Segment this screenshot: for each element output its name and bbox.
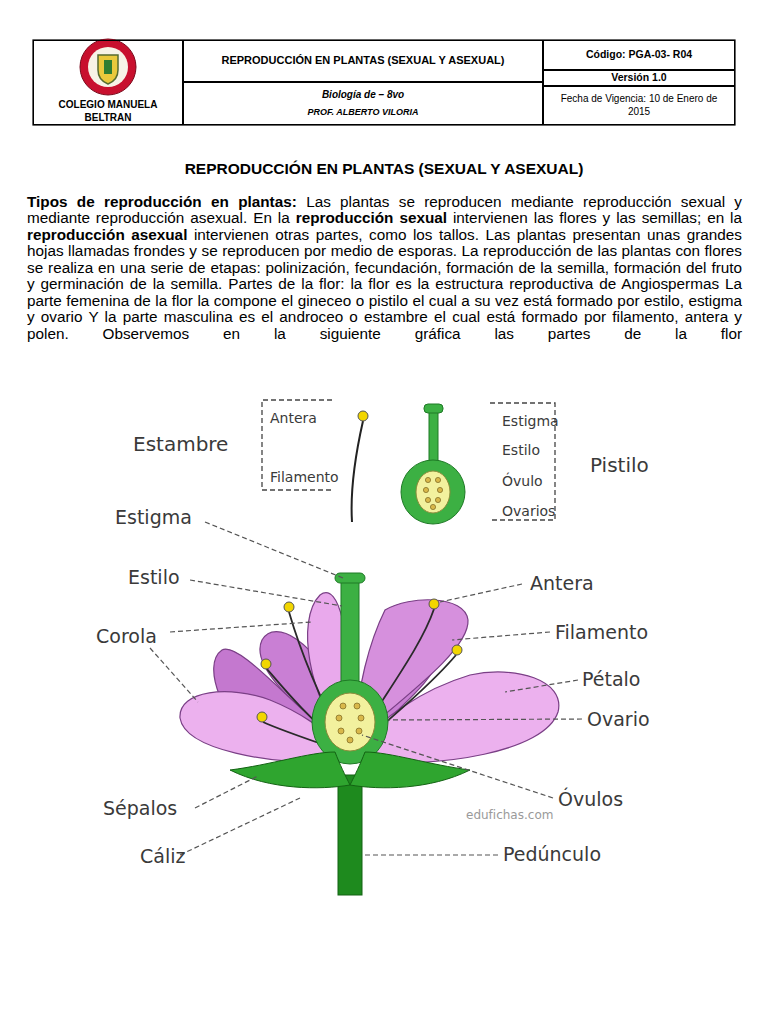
ovule — [435, 477, 440, 482]
cell-text: COLEGIO MANUELA BELTRAN — [40, 99, 176, 124]
part-label: Ovarios — [502, 503, 555, 519]
part-label: Ovario — [587, 708, 650, 730]
logo-shield — [98, 55, 118, 84]
anther — [452, 645, 462, 655]
header-cell: Versión 1.0 — [543, 70, 735, 86]
leader-line — [205, 522, 343, 578]
leader-line — [150, 648, 198, 702]
header-frame — [33, 40, 735, 125]
ovule — [356, 728, 362, 734]
body-text: intervienen las flores y las semillas; e… — [453, 209, 742, 226]
leader-line — [180, 798, 300, 855]
pistil-stigma — [424, 404, 443, 413]
part-label: Óvulo — [502, 473, 543, 489]
pistil-ovary — [401, 460, 465, 524]
flower-stem — [338, 775, 362, 895]
cell-text: Versión 1.0 — [611, 71, 666, 84]
ovule — [338, 728, 344, 734]
leader-line — [452, 632, 550, 640]
part-label: Filamento — [270, 469, 339, 485]
document-title: REPRODUCCIÓN EN PLANTAS (SEXUAL Y ASEXUA… — [0, 160, 768, 178]
header-cell: COLEGIO MANUELA BELTRAN — [33, 40, 183, 125]
cell-text: REPRODUCCIÓN EN PLANTAS (SEXUAL Y ASEXUA… — [222, 54, 505, 68]
part-label: Pedúnculo — [503, 843, 601, 865]
part-label: Estilo — [502, 442, 540, 458]
ovule — [347, 737, 353, 743]
body-text: intervienen otras partes, como los tallo… — [27, 226, 742, 342]
part-label: edufichas.com — [466, 808, 553, 822]
header-cell: Fecha de Vigencia: 10 de Enero de 2015 — [543, 86, 735, 125]
part-label: Sépalos — [103, 797, 177, 819]
ovule — [435, 497, 440, 502]
leader-line — [190, 580, 342, 606]
cell-text: Fecha de Vigencia: 10 de Enero de 2015 — [550, 93, 728, 118]
anther — [284, 602, 294, 612]
ovule — [425, 477, 430, 482]
part-label: Estigma — [115, 506, 192, 528]
cell-text: Código: PGA-03- R04 — [586, 48, 692, 61]
body-paragraph: Tipos de reproducción en plantas: Las pl… — [27, 194, 742, 342]
school-logo — [80, 39, 136, 95]
ovule — [340, 703, 346, 709]
logo-emblem — [104, 60, 112, 74]
part-label: Antera — [530, 572, 594, 594]
flower-ovules — [336, 703, 364, 743]
leader-line — [364, 854, 498, 855]
pistil-style — [429, 410, 438, 466]
logo-inner — [88, 47, 128, 87]
stamen-filament — [352, 421, 363, 522]
part-label: Filamento — [555, 621, 648, 643]
flower-stigma — [335, 573, 365, 583]
leader-line — [440, 584, 522, 602]
anther — [429, 599, 439, 609]
header-cell: Código: PGA-03- R04 — [543, 40, 735, 70]
flower-ovary — [312, 680, 388, 764]
part-label: Antera — [270, 410, 317, 426]
leader-line — [388, 719, 582, 720]
ovule — [358, 715, 364, 721]
part-label: Corola — [96, 625, 157, 647]
leader-line — [362, 735, 553, 798]
part-label: Pétalo — [582, 668, 640, 690]
part-label: Óvulos — [558, 788, 623, 810]
logo-ring — [80, 39, 136, 95]
ovule — [430, 504, 435, 509]
anther — [261, 659, 271, 669]
part-label: Pistilo — [590, 453, 649, 477]
part-label: Cáliz — [140, 845, 185, 867]
stamen-anther — [358, 411, 368, 421]
cell-text: Biología de – 8vo — [322, 89, 404, 102]
leader-lines — [150, 522, 582, 855]
ovule — [354, 703, 360, 709]
part-label: Estigma — [502, 413, 559, 429]
header-cell: Biología de – 8voPROF. ALBERTO VILORIA — [183, 82, 543, 125]
ovule — [423, 487, 428, 492]
ovule — [336, 715, 342, 721]
header-cell: REPRODUCCIÓN EN PLANTAS (SEXUAL Y ASEXUA… — [183, 40, 543, 82]
sepal — [230, 752, 350, 788]
pistil-ovary-inner — [416, 471, 450, 513]
leader-line — [195, 776, 258, 808]
ovule — [425, 497, 430, 502]
bold-phrase: reproducción sexual — [296, 209, 447, 226]
cell-text: PROF. ALBERTO VILORIA — [308, 107, 419, 118]
ovary-inner — [325, 693, 375, 751]
ovule — [437, 487, 442, 492]
leader-line — [505, 680, 578, 692]
anther — [257, 712, 267, 722]
part-label: Estambre — [133, 432, 228, 456]
pistil-ovules — [423, 477, 442, 509]
bold-phrase: Tipos de reproducción en plantas: — [27, 193, 297, 210]
small-pistil — [401, 404, 465, 524]
bold-phrase: reproducción asexual — [27, 226, 187, 243]
leader-line — [170, 622, 312, 632]
main-flower — [180, 573, 559, 895]
sepal — [350, 752, 470, 788]
part-label: Estilo — [128, 566, 180, 588]
front-petal — [360, 672, 559, 763]
small-stamen — [352, 411, 368, 522]
